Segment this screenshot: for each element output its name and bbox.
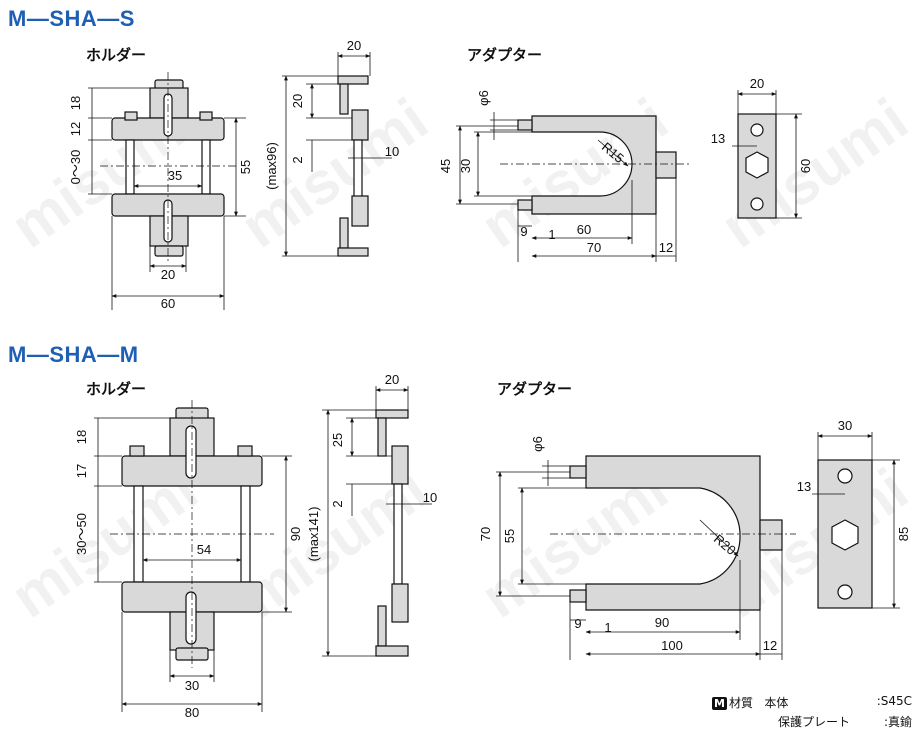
dim-holder-width-m: 80 — [185, 705, 199, 720]
holder-side-view-s — [337, 75, 369, 257]
dim-side-b-m: 2 — [330, 500, 345, 507]
adapter-view-s — [517, 115, 677, 215]
plate-dimlines-m — [812, 432, 900, 609]
holder-centerlines-m — [110, 400, 274, 668]
dim-holder-inner-s: 35 — [168, 168, 182, 183]
dim-side-max-m: (max141) — [306, 507, 321, 562]
holder-dimlines-s — [88, 87, 246, 310]
dim-holder-top-m: 18 — [74, 430, 89, 444]
dim-adapter-inner-s: 60 — [577, 222, 591, 237]
plate-view-s — [737, 113, 777, 219]
holder-side-view-m — [375, 409, 409, 657]
adapter-label-s: アダプター — [467, 46, 543, 64]
dim-adapter-d9-s: 9 — [520, 224, 527, 239]
dim-plate-height-m: 85 — [896, 527, 911, 541]
dim-adapter-h2-s: 30 — [458, 159, 473, 173]
holder-label-m: ホルダー — [86, 380, 147, 398]
dim-adapter-pin-m: φ6 — [530, 436, 545, 452]
dim-side-c-s: 10 — [385, 144, 399, 159]
material-body-value: :S45C — [876, 694, 912, 708]
dim-plate-width-s: 20 — [750, 76, 764, 91]
dim-plate-width-m: 30 — [838, 418, 852, 433]
dim-holder-height-s: 55 — [238, 160, 253, 174]
dim-side-max-s: (max96) — [264, 142, 279, 190]
dim-holder-top-s: 18 — [68, 96, 83, 110]
dim-plate-hole-s: 13 — [711, 131, 725, 146]
dim-holder-mid-s: 12 — [68, 122, 83, 136]
dim-adapter-tail-m: 12 — [763, 638, 777, 653]
dim-adapter-len-m: 100 — [661, 638, 683, 653]
dim-holder-slot-s: 20 — [161, 267, 175, 282]
plate-view-m — [817, 459, 873, 609]
dim-holder-range-m: 30～50 — [74, 513, 89, 555]
dim-side-b-s: 2 — [290, 156, 305, 163]
dim-holder-range-s: 0～30 — [68, 150, 83, 185]
dim-holder-height-m: 90 — [288, 527, 303, 541]
dim-adapter-tail-s: 12 — [659, 240, 673, 255]
dim-side-c-m: 10 — [423, 490, 437, 505]
holder-dimlines-m — [94, 417, 292, 712]
adapter-view-m — [569, 455, 783, 611]
plate-dimlines-s — [732, 90, 802, 219]
side-dimlines-m — [322, 386, 432, 657]
adapter-dimlines-s — [456, 112, 677, 262]
dim-side-width-m: 20 — [385, 372, 399, 387]
material-row-plate: 保護プレート :真鍮 — [712, 713, 912, 730]
dim-holder-mid-m: 17 — [74, 464, 89, 478]
dim-plate-height-s: 60 — [798, 159, 813, 173]
dim-adapter-h1-m: 70 — [478, 527, 493, 541]
dim-adapter-radius-m: R20 — [711, 531, 739, 558]
dim-adapter-d1-m: 1 — [604, 620, 611, 635]
holder-label-s: ホルダー — [86, 46, 147, 64]
dim-adapter-d1-s: 1 — [548, 227, 555, 242]
dim-side-a-s: 20 — [290, 94, 305, 108]
material-plate-value: :真鍮 — [883, 715, 912, 729]
dim-side-width-s: 20 — [347, 38, 361, 53]
dim-holder-slot-m: 30 — [185, 678, 199, 693]
section-title-m: M—SHA—M — [8, 342, 139, 367]
dim-holder-width-s: 60 — [161, 296, 175, 311]
holder-centerlines-s — [100, 72, 236, 262]
dim-adapter-h2-m: 55 — [502, 529, 517, 543]
watermark-text: misumi — [229, 85, 440, 260]
material-body-label: 本体 — [764, 696, 789, 710]
dim-plate-hole-m: 13 — [797, 479, 811, 494]
dim-adapter-h1-s: 45 — [438, 159, 453, 173]
dim-adapter-d9-m: 9 — [574, 616, 581, 631]
dim-adapter-len-s: 70 — [587, 240, 601, 255]
dim-holder-inner-m: 54 — [197, 542, 211, 557]
material-heading: 材質 — [728, 696, 753, 710]
adapter-dimlines-m — [496, 460, 783, 660]
adapter-label-m: アダプター — [497, 380, 573, 398]
dim-adapter-inner-m: 90 — [655, 615, 669, 630]
material-badge: M — [712, 697, 727, 710]
material-plate-label: 保護プレート — [778, 715, 851, 729]
dim-adapter-pin-s: φ6 — [476, 90, 491, 106]
dim-side-a-m: 25 — [330, 433, 345, 447]
section-title-s: M—SHA—S — [8, 6, 135, 31]
side-dimlines-s — [282, 52, 392, 257]
